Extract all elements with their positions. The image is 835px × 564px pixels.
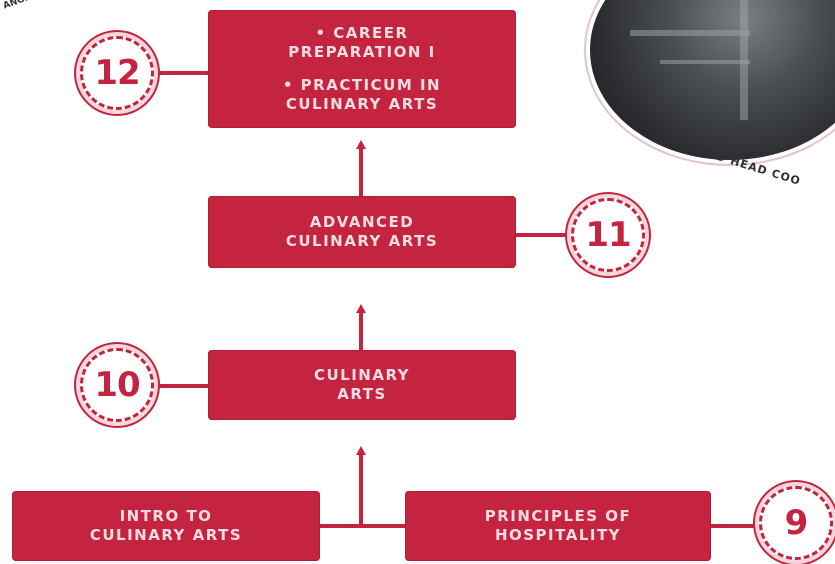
advanced-line2: CULINARY ARTS — [285, 232, 439, 250]
grade-11-badge: 11 — [571, 198, 645, 272]
course-practicum-cont: CULINARY ARTS — [285, 95, 439, 113]
connector-11-to-12 — [359, 148, 363, 196]
box-advanced-culinary-arts: ADVANCED CULINARY ARTS — [208, 196, 516, 268]
culinary-line1: CULINARY — [313, 366, 411, 384]
connector-10-badge — [152, 384, 210, 388]
box-intro-culinary-arts: INTRO TO CULINARY ARTS — [12, 491, 320, 561]
connector-11-badge — [515, 233, 571, 237]
intro-line1: INTRO TO — [119, 507, 213, 525]
chef-photo — [590, 0, 835, 160]
cropped-corner-text: ANGE — [2, 0, 32, 12]
connector-intro-principles — [318, 524, 408, 528]
principles-line1: PRINCIPLES OF — [484, 507, 632, 525]
connector-9-to-10 — [359, 454, 363, 528]
box-grade-12-courses: • CAREER PREPARATION I • PRACTICUM IN CU… — [208, 10, 516, 128]
connector-10-to-11 — [359, 312, 363, 350]
arrow-up-10 — [356, 446, 366, 455]
connector-9-badge — [708, 524, 764, 528]
connector-12-badge — [152, 71, 210, 75]
course-practicum: • PRACTICUM IN — [282, 76, 442, 94]
advanced-line1: ADVANCED — [309, 213, 415, 231]
principles-line2: HOSPITALITY — [494, 526, 622, 544]
culinary-line2: ARTS — [337, 385, 387, 403]
grade-10-badge: 10 — [80, 348, 154, 422]
grade-9-badge: 9 — [759, 486, 833, 560]
arrow-up-12 — [356, 140, 366, 149]
intro-line2: CULINARY ARTS — [89, 526, 243, 544]
course-career-preparation: • CAREER — [315, 24, 409, 42]
grade-12-badge: 12 — [80, 36, 154, 110]
box-principles-hospitality: PRINCIPLES OF HOSPITALITY — [405, 491, 711, 561]
box-culinary-arts: CULINARY ARTS — [208, 350, 516, 420]
course-career-preparation-cont: PREPARATION I — [288, 43, 436, 61]
arrow-up-11 — [356, 304, 366, 313]
